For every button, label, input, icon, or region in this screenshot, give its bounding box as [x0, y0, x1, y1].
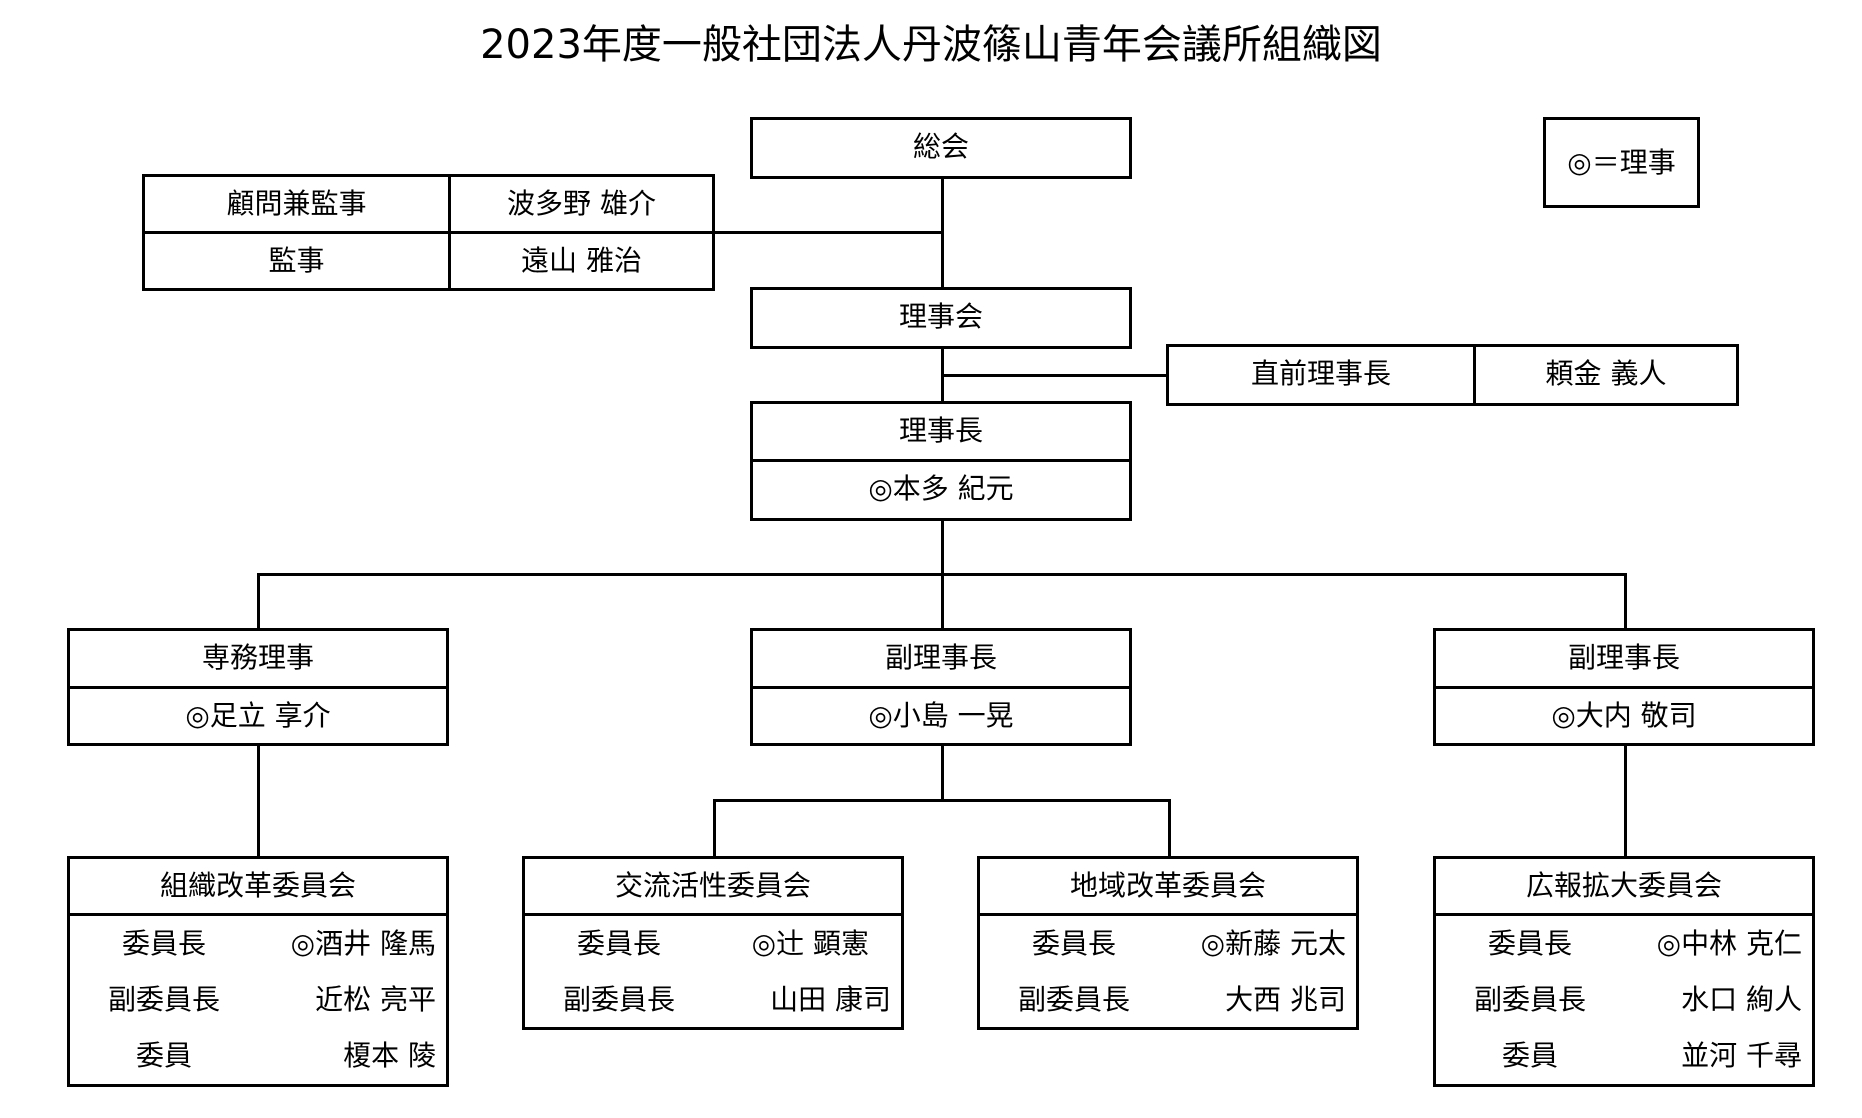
table-divider	[525, 913, 901, 916]
member-role: 委員	[135, 1039, 192, 1072]
member-name: ◎酒井 隆馬	[290, 927, 436, 960]
officer-role: 副理事長	[1567, 641, 1680, 674]
table-divider	[145, 231, 712, 234]
table-divider	[753, 459, 1129, 462]
member-row: 委員長 ◎辻 顕憲	[525, 916, 901, 972]
auditor-role: 監事	[268, 244, 325, 277]
member-role: 委員長	[576, 927, 661, 960]
president-name: ◎本多 紀元	[868, 472, 1014, 505]
member-name: 並河 千尋	[1681, 1039, 1802, 1072]
member-role: 副委員長	[1473, 983, 1586, 1016]
member-row: 副委員長 山田 康司	[525, 972, 901, 1028]
board-label: 理事会	[898, 300, 983, 333]
connector-line	[713, 799, 1171, 802]
table-divider	[70, 913, 446, 916]
officer-role: 専務理事	[201, 641, 314, 674]
member-row: 委員 榎本 陵	[70, 1028, 446, 1084]
connector-line	[941, 176, 944, 290]
connector-line	[941, 746, 944, 801]
member-name: ◎中林 克仁	[1656, 927, 1802, 960]
member-role: 副委員長	[1017, 983, 1130, 1016]
table-divider	[1436, 913, 1812, 916]
committee-box: 交流活性委員会 委員長 ◎辻 顕憲 副委員長 山田 康司	[522, 856, 904, 1030]
chart-title: 2023年度一般社団法人丹波篠山青年会議所組織図	[480, 22, 1382, 68]
connector-line	[1624, 573, 1627, 631]
advisor-name: 波多野 雄介	[507, 187, 656, 220]
connector-line	[941, 374, 1169, 377]
member-row: 委員 並河 千尋	[1436, 1028, 1812, 1084]
general-assembly-box: 総会	[750, 117, 1132, 179]
table-divider	[753, 686, 1129, 689]
advisors-table: 顧問兼監事 波多野 雄介 監事 遠山 雅治	[142, 174, 715, 291]
committee-name: 交流活性委員会	[614, 869, 811, 902]
past-president-name: 頼金 義人	[1545, 357, 1667, 390]
member-name: 近松 亮平	[315, 983, 436, 1016]
president-box: 理事長 ◎本多 紀元	[750, 401, 1132, 521]
member-row: 委員長 ◎酒井 隆馬	[70, 916, 446, 972]
president-role: 理事長	[898, 414, 983, 447]
committee-name: 組織改革委員会	[159, 869, 356, 902]
officer-role: 副理事長	[884, 641, 997, 674]
member-role: 副委員長	[107, 983, 220, 1016]
connector-line	[257, 573, 260, 631]
past-president-box: 直前理事長 頼金 義人	[1166, 344, 1739, 406]
officer-name: ◎小島 一晃	[868, 699, 1014, 732]
connector-line	[713, 799, 716, 859]
table-divider	[1436, 686, 1812, 689]
committee-box: 広報拡大委員会 委員長 ◎中林 克仁 副委員長 水口 絢人 委員 並河 千尋	[1433, 856, 1815, 1087]
officer-box: 専務理事 ◎足立 享介	[67, 628, 449, 746]
member-row: 副委員長 水口 絢人	[1436, 972, 1812, 1028]
officer-name: ◎足立 享介	[185, 699, 331, 732]
member-row: 副委員長 大西 兆司	[980, 972, 1356, 1028]
auditor-name: 遠山 雅治	[521, 244, 642, 277]
member-name: 山田 康司	[770, 983, 891, 1016]
connector-line	[257, 573, 1627, 576]
connector-line	[257, 746, 260, 859]
connector-line	[1624, 746, 1627, 859]
member-row: 委員長 ◎新藤 元太	[980, 916, 1356, 972]
table-divider	[980, 913, 1356, 916]
table-divider	[1473, 347, 1476, 403]
committee-box: 地域改革委員会 委員長 ◎新藤 元太 副委員長 大西 兆司	[977, 856, 1359, 1030]
advisor-role: 顧問兼監事	[226, 187, 367, 220]
committee-name: 広報拡大委員会	[1525, 869, 1722, 902]
committee-box: 組織改革委員会 委員長 ◎酒井 隆馬 副委員長 近松 亮平 委員 榎本 陵	[67, 856, 449, 1087]
table-divider	[70, 686, 446, 689]
member-role: 委員長	[1487, 927, 1572, 960]
member-role: 委員	[1501, 1039, 1558, 1072]
general-assembly-label: 総会	[912, 130, 969, 163]
member-row: 副委員長 近松 亮平	[70, 972, 446, 1028]
member-role: 委員長	[1031, 927, 1116, 960]
member-role: 委員長	[121, 927, 206, 960]
legend-box: ◎＝理事	[1543, 117, 1700, 208]
member-name: 榎本 陵	[343, 1039, 436, 1072]
committee-name: 地域改革委員会	[1069, 869, 1266, 902]
member-name: 水口 絢人	[1681, 983, 1802, 1016]
legend-text: ◎＝理事	[1567, 146, 1676, 179]
connector-line	[713, 231, 941, 234]
member-name: ◎辻 顕憲	[751, 927, 869, 960]
officer-box: 副理事長 ◎小島 一晃	[750, 628, 1132, 746]
member-row: 委員長 ◎中林 克仁	[1436, 916, 1812, 972]
member-name: ◎新藤 元太	[1200, 927, 1346, 960]
officer-name: ◎大内 敬司	[1551, 699, 1697, 732]
member-role: 副委員長	[562, 983, 675, 1016]
board-box: 理事会	[750, 287, 1132, 349]
officer-box: 副理事長 ◎大内 敬司	[1433, 628, 1815, 746]
connector-line	[1168, 799, 1171, 859]
past-president-role: 直前理事長	[1250, 357, 1391, 390]
member-name: 大西 兆司	[1225, 983, 1346, 1016]
